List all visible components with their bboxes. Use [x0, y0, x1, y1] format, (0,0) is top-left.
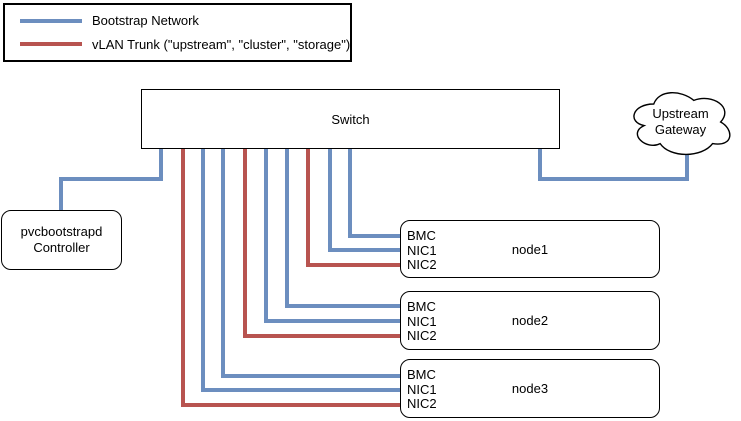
- node1-ports: BMC NIC1 NIC2: [407, 228, 437, 273]
- switch-label: Switch: [331, 111, 370, 127]
- upstream-gateway-label: Upstream Gateway: [652, 105, 709, 137]
- controller-box: pvcbootstrapd Controller: [1, 210, 122, 270]
- edge-vlan-switch-node2-nic2: [243, 147, 400, 338]
- node2-port-nic1: NIC1: [407, 313, 437, 329]
- node1-port-nic1: NIC1: [407, 242, 437, 258]
- edge-vlan-switch-node1-nic2: [306, 147, 400, 267]
- node3-port-bmc: BMC: [407, 367, 436, 382]
- node1-port-bmc: BMC: [407, 228, 436, 243]
- upstream-gateway-cloud-shape: [633, 92, 731, 155]
- upstream-gateway-label-wrap: Upstream Gateway: [627, 86, 734, 158]
- edge-bootstrap-switch-gateway: [538, 147, 689, 181]
- node3-ports: BMC NIC1 NIC2: [407, 367, 437, 412]
- legend-label-vlan: vLAN Trunk ("upstream", "cluster", "stor…: [92, 36, 351, 52]
- legend-swatch-bootstrap: [20, 18, 82, 23]
- edge-bootstrap-switch-node3-bmc: [221, 147, 400, 378]
- node1-name: node1: [511, 241, 549, 257]
- node3-port-nic2: NIC2: [407, 396, 437, 412]
- edge-bootstrap-switch-node1-nic1: [328, 147, 400, 252]
- node1-port-nic2: NIC2: [407, 257, 437, 273]
- node2-port-bmc: BMC: [407, 299, 436, 314]
- node3-name: node3: [511, 381, 549, 396]
- edge-vlan-switch-node3-nic2: [181, 147, 400, 407]
- node2-ports: BMC NIC1 NIC2: [407, 299, 437, 344]
- edge-bootstrap-switch-node2-nic1: [264, 147, 400, 323]
- node3-box: BMC NIC1 NIC2 node3: [400, 359, 660, 418]
- legend-box: Bootstrap Network vLAN Trunk ("upstream"…: [3, 3, 352, 62]
- edge-bootstrap-switch-node2-bmc: [285, 147, 400, 308]
- legend-label-bootstrap: Bootstrap Network: [92, 13, 199, 29]
- node2-name: node2: [511, 313, 549, 328]
- node1-box: BMC NIC1 NIC2 node1: [400, 220, 660, 278]
- node2-box: BMC NIC1 NIC2 node2: [400, 291, 660, 350]
- edge-bootstrap-switch-node1-bmc: [348, 147, 400, 238]
- edge-bootstrap-switch-node3-nic1: [201, 147, 400, 392]
- legend-row-vlan: vLAN Trunk ("upstream", "cluster", "stor…: [5, 37, 350, 52]
- node3-port-nic1: NIC1: [407, 381, 437, 397]
- node2-port-nic2: NIC2: [407, 328, 437, 344]
- edge-bootstrap-switch-controller: [59, 147, 163, 210]
- legend-swatch-vlan: [20, 42, 82, 47]
- legend-row-bootstrap: Bootstrap Network: [5, 13, 350, 28]
- switch-box: Switch: [141, 89, 560, 149]
- controller-label: pvcbootstrapd Controller: [20, 223, 103, 255]
